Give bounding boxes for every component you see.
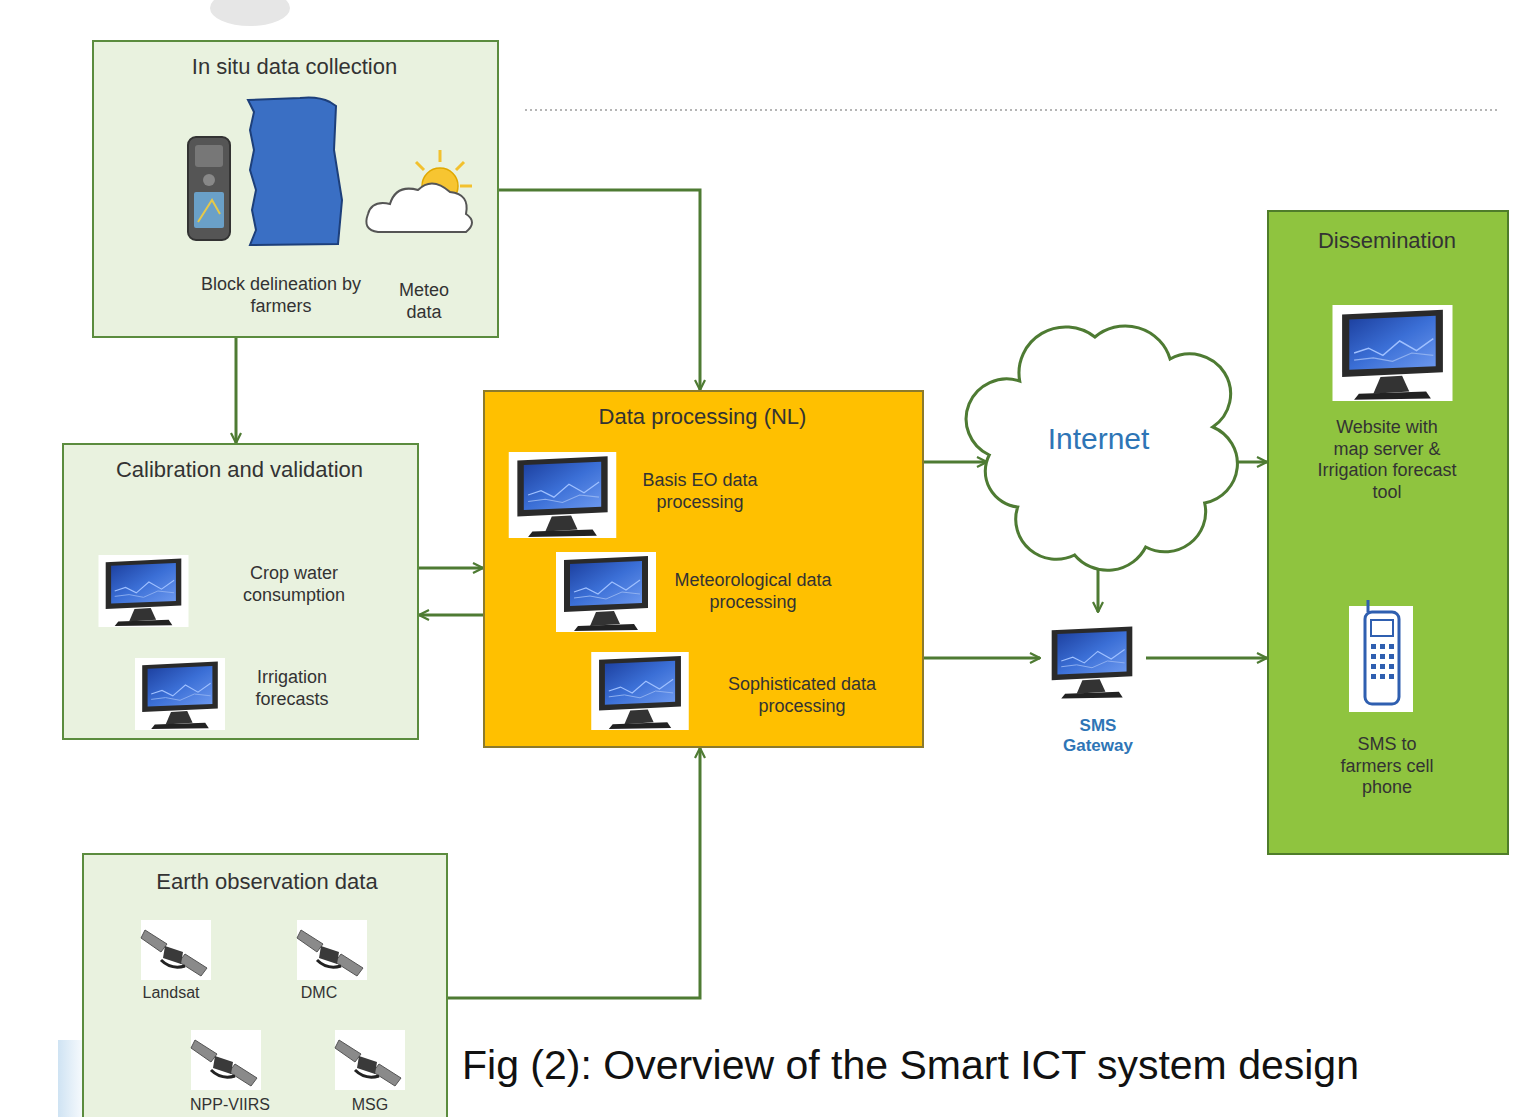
cloud-label: Internet [975, 421, 1222, 457]
computer-icon [99, 555, 189, 627]
figure-caption: Fig (2): Overview of the Smart ICT syste… [458, 1042, 1363, 1089]
gateway-label: SMS Gateway [1048, 716, 1148, 757]
internet-cloud: Internet [975, 315, 1226, 570]
satellite-icon [191, 1030, 261, 1090]
gateway-node: SMS Gateway [1030, 612, 1166, 772]
processing-panel: Data processing (NL) Basis EO data proces… [483, 390, 924, 748]
computer-icon [135, 658, 225, 730]
panel-heading: In situ data collection [94, 54, 495, 80]
item-label: Website with map server & Irrigation for… [1317, 417, 1457, 503]
item-label: Meteo data [382, 280, 466, 323]
dotted-rule [525, 109, 1500, 111]
item-label: MSG [320, 1095, 420, 1114]
item-label: Sophisticated data processing [707, 674, 897, 717]
computer-icon [591, 652, 689, 730]
satellite-icon [141, 920, 211, 980]
field-block-map [248, 98, 342, 246]
item-label: NPP-VIIRS [170, 1095, 290, 1114]
gps-device [188, 137, 230, 240]
item-label: Basis EO data processing [615, 470, 785, 513]
panel-heading: Earth observation data [84, 869, 450, 895]
item-label: Meteorological data processing [663, 570, 843, 613]
item-label: SMS to farmers cell phone [1327, 734, 1447, 799]
satellite-icon [335, 1030, 405, 1090]
computer-icon [1333, 305, 1453, 401]
flow-arrow [924, 461, 987, 464]
computer-icon [509, 452, 617, 538]
process-panel: Calibration and validationCrop water con… [62, 443, 419, 740]
output-panel: DisseminationWebsite with map server & I… [1267, 210, 1509, 855]
weather-icon [366, 150, 472, 232]
flow-arrow [448, 748, 700, 998]
data-source-panel: Earth observation dataLandsat DMC NPP-VIIR… [82, 853, 448, 1117]
flow-arrow [499, 190, 700, 390]
panel-heading: Data processing (NL) [485, 404, 920, 430]
computer-icon [1044, 623, 1140, 700]
input-panel: In situ data collectionBlock delineation… [92, 40, 499, 338]
item-label: Landsat [116, 983, 226, 1002]
panel-heading: Dissemination [1269, 228, 1505, 254]
flow-arrow [419, 614, 483, 617]
item-label: Block delineation by farmers [186, 274, 376, 317]
computer-icon [556, 552, 656, 632]
satellite-icon [297, 920, 367, 980]
flow-arrow [419, 567, 483, 570]
flow-arrow [235, 338, 238, 443]
item-label: Crop water consumption [214, 563, 374, 606]
phone-icon [1349, 600, 1413, 712]
item-label: DMC [274, 983, 364, 1002]
flow-arrow [1146, 657, 1267, 660]
item-label: Irrigation forecasts [232, 667, 352, 710]
flow-arrow [924, 657, 1040, 660]
panel-heading: Calibration and validation [64, 457, 415, 483]
blur-shape [210, 0, 290, 26]
